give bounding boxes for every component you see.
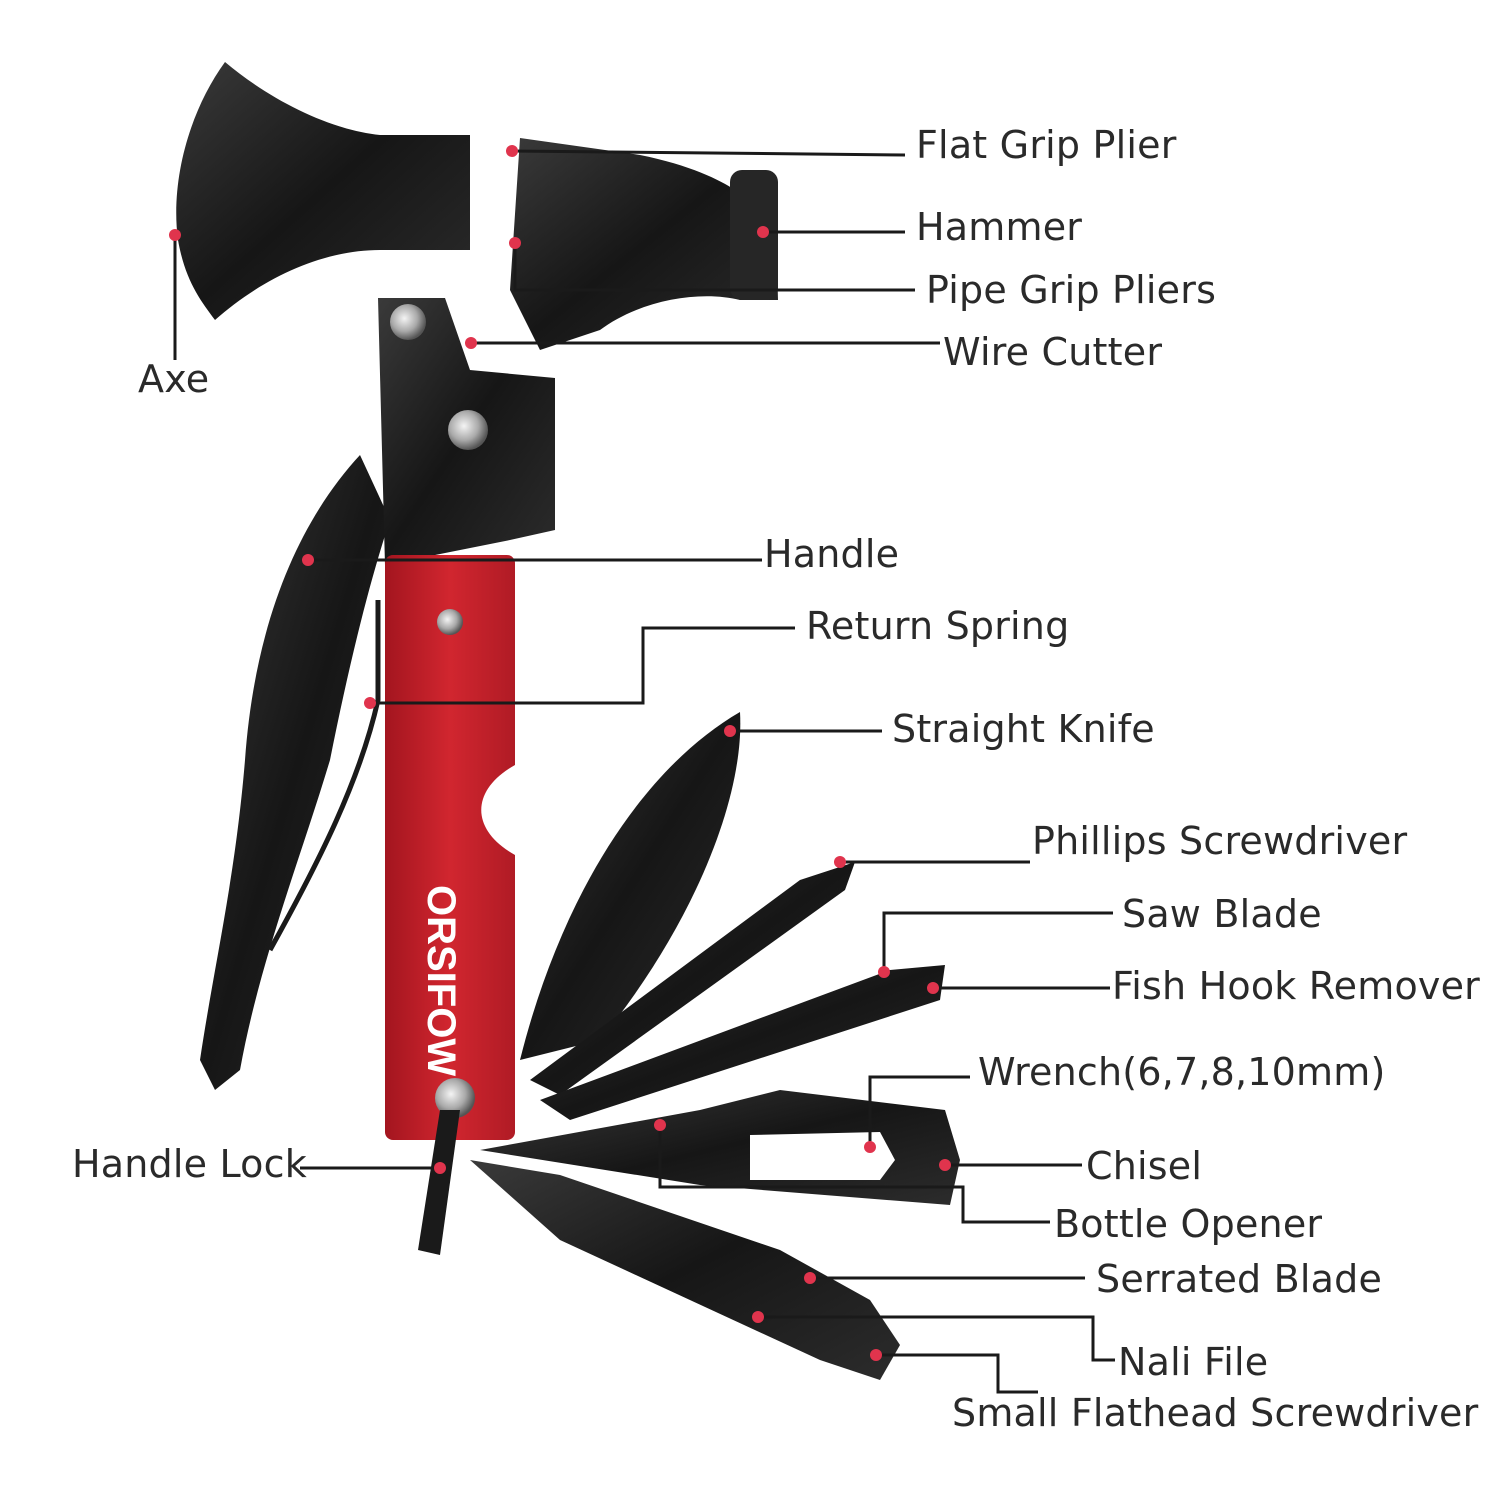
marker-hammer xyxy=(757,226,769,238)
phillips-screwdriver-shape xyxy=(530,862,855,1095)
label-wire-cutter: Wire Cutter xyxy=(943,330,1163,374)
return-spring-shape xyxy=(267,600,381,952)
bottle-opener-notch xyxy=(481,765,515,855)
marker-saw xyxy=(878,966,890,978)
label-flat-grip-plier: Flat Grip Plier xyxy=(916,123,1177,167)
label-wrench: Wrench(6,7,8,10mm) xyxy=(978,1050,1386,1094)
serrated-file-shape xyxy=(470,1160,900,1380)
leader-saw xyxy=(882,911,1113,972)
red-handle-shape xyxy=(385,555,515,1140)
straight-knife-shape xyxy=(520,712,741,1060)
leader-flat-grip-plier xyxy=(511,149,906,157)
leader-wrench xyxy=(868,1075,970,1147)
marker-wrench xyxy=(864,1141,876,1153)
handle-lock-rivet xyxy=(435,1078,475,1118)
label-hammer: Hammer xyxy=(916,205,1083,249)
hammer-head-shape xyxy=(510,138,778,350)
label-fish-hook-remover: Fish Hook Remover xyxy=(1112,964,1480,1008)
marker-nail-file xyxy=(752,1311,764,1323)
label-bottle-opener: Bottle Opener xyxy=(1054,1202,1323,1246)
leader-bottle-opener xyxy=(658,1125,1050,1224)
marker-pipe-grip xyxy=(509,237,521,249)
label-phillips-screwdriver: Phillips Screwdriver xyxy=(1032,819,1408,863)
marker-bottle-opener xyxy=(654,1119,666,1131)
marker-serrated xyxy=(804,1272,816,1284)
handle-screw xyxy=(437,609,463,635)
label-saw-blade: Saw Blade xyxy=(1122,892,1322,936)
saw-blade-shape xyxy=(540,965,945,1120)
brand-text: ORSIFOW xyxy=(419,885,463,1076)
marker-handle xyxy=(302,554,314,566)
marker-chisel xyxy=(939,1159,951,1171)
marker-return-spring xyxy=(364,697,376,709)
handle-lock-lever xyxy=(418,1110,460,1255)
label-serrated-blade: Serrated Blade xyxy=(1096,1257,1383,1301)
label-chisel: Chisel xyxy=(1086,1144,1203,1188)
label-small-flathead-screwdriver: Small Flathead Screwdriver xyxy=(952,1391,1479,1435)
middle-rivet xyxy=(448,410,488,450)
marker-straight-knife xyxy=(724,725,736,737)
label-straight-knife: Straight Knife xyxy=(892,707,1155,751)
marker-wire-cutter xyxy=(465,337,477,349)
wrench-opening xyxy=(750,1132,895,1180)
marker-fish-hook xyxy=(927,982,939,994)
marker-phillips xyxy=(834,856,846,868)
hammer-face-shape xyxy=(730,170,778,300)
label-return-spring: Return Spring xyxy=(806,604,1070,648)
label-handle-lock: Handle Lock xyxy=(72,1142,307,1186)
label-handle: Handle xyxy=(764,532,900,576)
marker-handle-lock xyxy=(434,1162,446,1174)
leader-pipe-grip-pliers xyxy=(513,243,915,292)
label-axe: Axe xyxy=(138,357,210,401)
marker-flat-grip-plier xyxy=(506,145,518,157)
leader-flathead xyxy=(876,1353,1038,1394)
markers xyxy=(169,145,951,1361)
marker-axe xyxy=(169,229,181,241)
label-pipe-grip-pliers: Pipe Grip Pliers xyxy=(926,268,1217,312)
marker-flathead xyxy=(870,1349,882,1361)
top-rivet xyxy=(390,304,426,340)
leader-nail-file xyxy=(758,1315,1115,1362)
label-nail-file: Nali File xyxy=(1118,1340,1269,1384)
plier-handle-shape xyxy=(200,455,390,1090)
leader-return-spring xyxy=(370,626,795,705)
axe-head-shape xyxy=(176,62,470,320)
